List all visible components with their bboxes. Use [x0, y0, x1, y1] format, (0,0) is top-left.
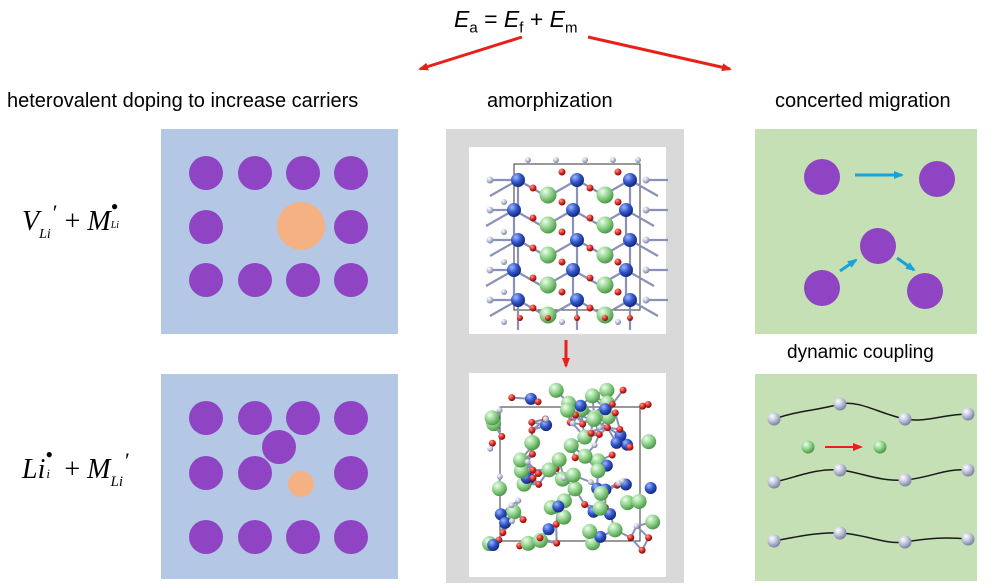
f1-a-sub: Li — [39, 227, 51, 242]
lattice-atoms — [767, 397, 975, 549]
dynamic-panel — [755, 374, 977, 581]
energy-equation: Ea = Ef + Em — [454, 6, 577, 37]
f1-b-sub: Li — [110, 220, 120, 231]
f1-a-sup: ′ — [52, 200, 58, 225]
f2-plus: + — [64, 454, 81, 485]
eq-equals: = — [484, 6, 498, 32]
amorphization-heading: amorphization — [487, 90, 613, 112]
doping-heading: heterovalent doping to increase carriers — [7, 90, 359, 112]
f2-a-sub: i — [46, 466, 50, 481]
eq-plus: + — [529, 6, 544, 32]
f2-b-sub: Li — [110, 474, 123, 490]
concerted-heading: concerted migration — [775, 90, 951, 112]
f1-b-sup: • — [110, 194, 119, 219]
f2-species-b: M — [87, 454, 111, 485]
f2-species-a: Li — [22, 454, 46, 485]
crystal-structure — [485, 157, 668, 330]
migration-arrow-3 — [896, 256, 916, 272]
dopant-small — [288, 471, 314, 497]
amorphous-structure — [482, 382, 661, 554]
eq-term2: E — [549, 6, 565, 32]
f2-a-sup: • — [45, 442, 54, 467]
migrating-ions — [804, 159, 955, 309]
f1-plus: + — [64, 206, 81, 237]
eq-term1-sub: f — [519, 19, 524, 37]
eq-lhs-sub: a — [469, 19, 478, 37]
vibrating-chains — [773, 402, 969, 544]
arrow-to-left — [418, 35, 523, 71]
eq-term2-sub: m — [564, 19, 578, 37]
f1-species-a: V — [22, 206, 40, 237]
mobile-ion-end — [873, 440, 887, 454]
dopant-large — [277, 202, 325, 250]
purple-ions-top — [189, 156, 368, 297]
defect-formula-interstitial: Li•i + MLi′ — [22, 442, 130, 491]
defect-formula-vacancy: VLi′ + M•Li — [22, 194, 125, 243]
f2-b-sup: ′ — [125, 448, 130, 473]
mobile-ion-start — [801, 440, 815, 454]
eq-lhs: E — [454, 6, 470, 32]
migration-arrow-2 — [839, 258, 858, 273]
f1-species-b: M — [87, 206, 111, 237]
arrow-to-right — [587, 35, 732, 72]
dynamic-heading: dynamic coupling — [787, 342, 934, 363]
purple-ions-bottom — [189, 401, 368, 554]
eq-term1: E — [503, 6, 520, 32]
concerted-panel — [755, 129, 977, 334]
